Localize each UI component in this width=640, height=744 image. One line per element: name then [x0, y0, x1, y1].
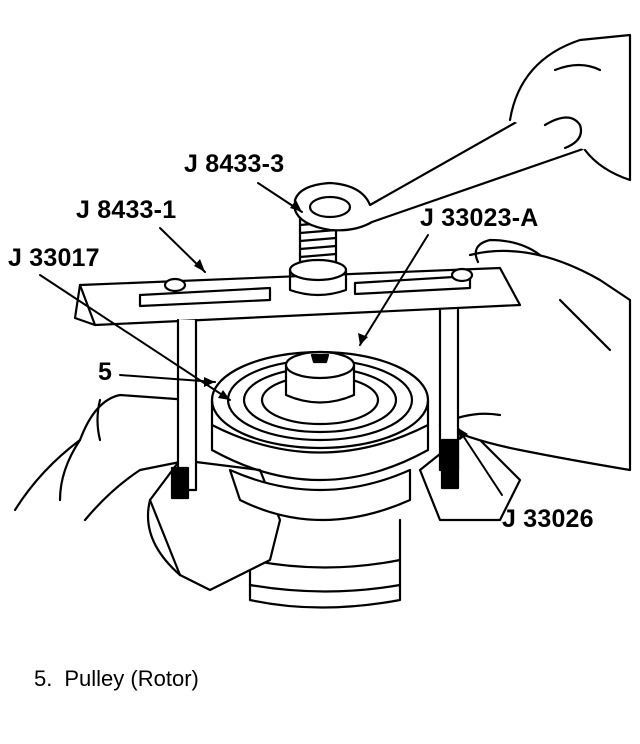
leader-arrowheads: [194, 200, 468, 440]
label-j33026: J 33026: [502, 505, 594, 533]
label-j8433-1: J 8433-1: [76, 196, 177, 224]
label-j33017: J 33017: [8, 244, 100, 272]
puller-legs: [170, 308, 460, 500]
forcing-screw: [284, 350, 356, 404]
right-upper-hand: [508, 33, 632, 182]
compressor-body: [248, 518, 402, 609]
legend-caption: 5. Pulley (Rotor): [34, 666, 211, 692]
label-j33023-a: J 33023-A: [420, 204, 539, 232]
legend-number: 5.: [34, 666, 53, 691]
puller-bar: [73, 266, 522, 327]
left-hand: [13, 393, 192, 522]
legend-text: Pulley (Rotor): [64, 666, 199, 691]
label-callout-5: 5: [98, 358, 113, 386]
label-j8433-3: J 8433-3: [184, 150, 285, 178]
